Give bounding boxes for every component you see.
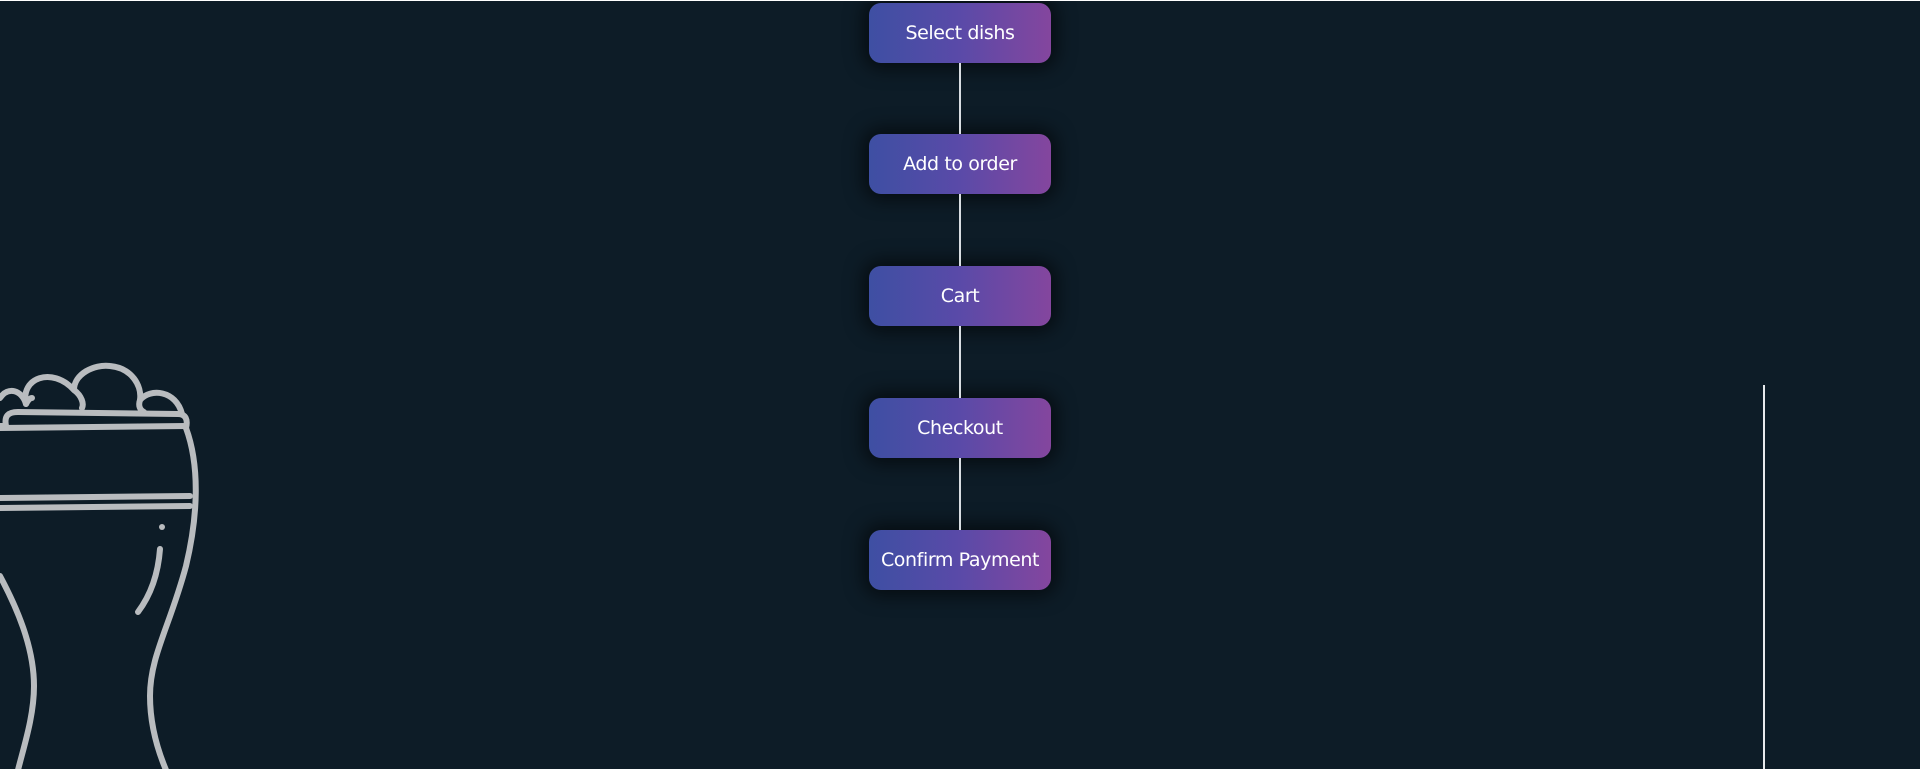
order-flow: Select dishs Add to order Cart Checkout …	[869, 3, 1051, 590]
step-add-to-order[interactable]: Add to order	[869, 134, 1051, 194]
connector-line	[959, 326, 961, 398]
connector-line	[959, 458, 961, 530]
beer-glass-icon	[0, 362, 199, 769]
step-checkout[interactable]: Checkout	[869, 398, 1051, 458]
step-cart[interactable]: Cart	[869, 266, 1051, 326]
vertical-divider	[1763, 385, 1765, 769]
connector-line	[959, 194, 961, 266]
connector-line	[959, 63, 961, 134]
step-select-dishes[interactable]: Select dishs	[869, 3, 1051, 63]
step-confirm-payment[interactable]: Confirm Payment	[869, 530, 1051, 590]
